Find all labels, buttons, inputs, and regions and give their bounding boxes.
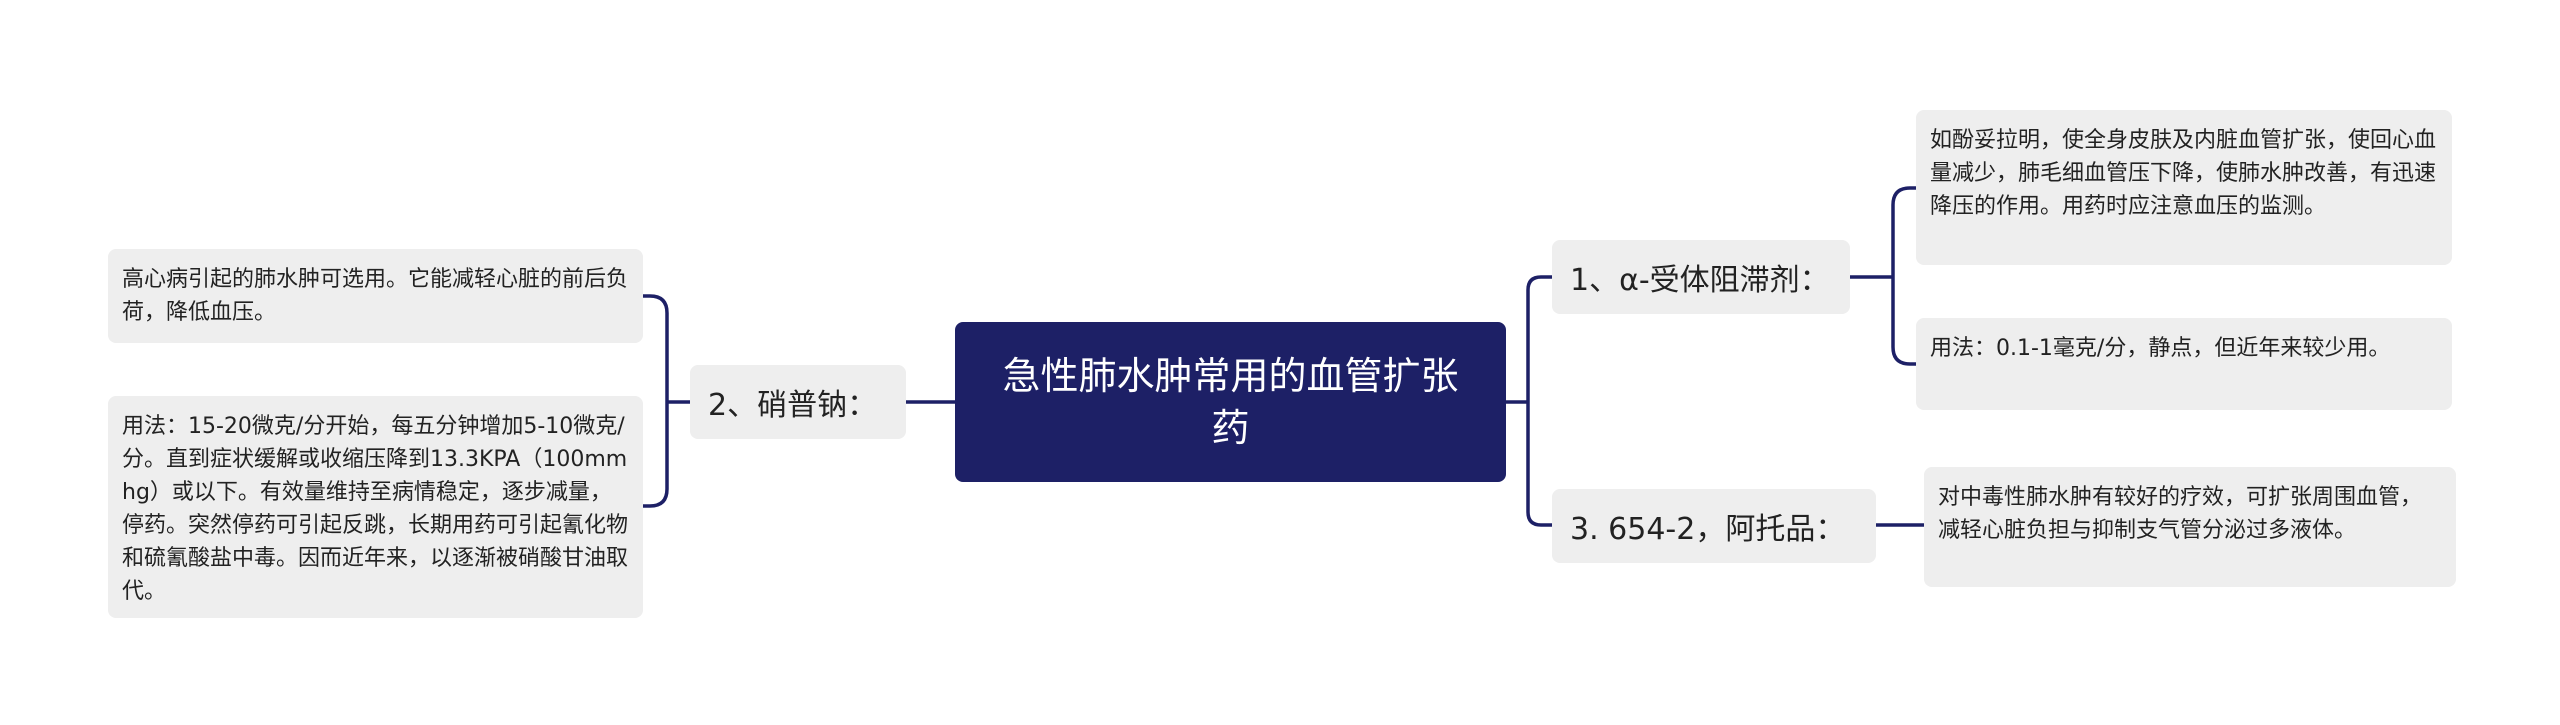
branch-nitroprusside[interactable]: 2、硝普钠：	[690, 365, 906, 439]
branch-654-2-atropine-label: 3. 654-2，阿托品：	[1570, 512, 1846, 547]
connector-branch-1-details	[1848, 186, 1918, 366]
central-topic-label: 急性肺水肿常用的血管扩张药	[1002, 353, 1459, 450]
branch-nitroprusside-label: 2、硝普钠：	[708, 388, 878, 423]
branch-alpha-blocker[interactable]: 1、α-受体阻滞剂：	[1552, 240, 1850, 314]
detail-654-2-effect[interactable]: 对中毒性肺水肿有较好的疗效，可扩张周围血管，减轻心脏负担与抑制支气管分泌过多液体…	[1924, 467, 2456, 587]
detail-alpha-blocker-usage[interactable]: 用法：0.1-1毫克/分，静点，但近年来较少用。	[1916, 318, 2452, 410]
detail-nitroprusside-indication[interactable]: 高心病引起的肺水肿可选用。它能减轻心脏的前后负荷，降低血压。	[108, 249, 643, 343]
detail-nitroprusside-usage-text: 用法：15-20微克/分开始，每五分钟增加5-10微克/分。直到症状缓解或收缩压…	[122, 414, 629, 604]
detail-nitroprusside-indication-text: 高心病引起的肺水肿可选用。它能减轻心脏的前后负荷，降低血压。	[122, 267, 629, 325]
connector-center-right	[1504, 275, 1554, 527]
detail-phentolamine-text: 如酚妥拉明，使全身皮肤及内脏血管扩张，使回心血量减少，肺毛细血管压下降，使肺水肿…	[1930, 128, 2437, 219]
central-topic[interactable]: 急性肺水肿常用的血管扩张药	[955, 322, 1506, 482]
branch-654-2-atropine[interactable]: 3. 654-2，阿托品：	[1552, 489, 1876, 563]
detail-nitroprusside-usage[interactable]: 用法：15-20微克/分开始，每五分钟增加5-10微克/分。直到症状缓解或收缩压…	[108, 396, 643, 618]
connector-branch-2-details	[641, 294, 692, 508]
branch-alpha-blocker-label: 1、α-受体阻滞剂：	[1570, 263, 1830, 298]
detail-654-2-effect-text: 对中毒性肺水肿有较好的疗效，可扩张周围血管，减轻心脏负担与抑制支气管分泌过多液体…	[1938, 485, 2423, 543]
detail-phentolamine[interactable]: 如酚妥拉明，使全身皮肤及内脏血管扩张，使回心血量减少，肺毛细血管压下降，使肺水肿…	[1916, 110, 2452, 265]
detail-alpha-blocker-usage-text: 用法：0.1-1毫克/分，静点，但近年来较少用。	[1930, 336, 2391, 361]
